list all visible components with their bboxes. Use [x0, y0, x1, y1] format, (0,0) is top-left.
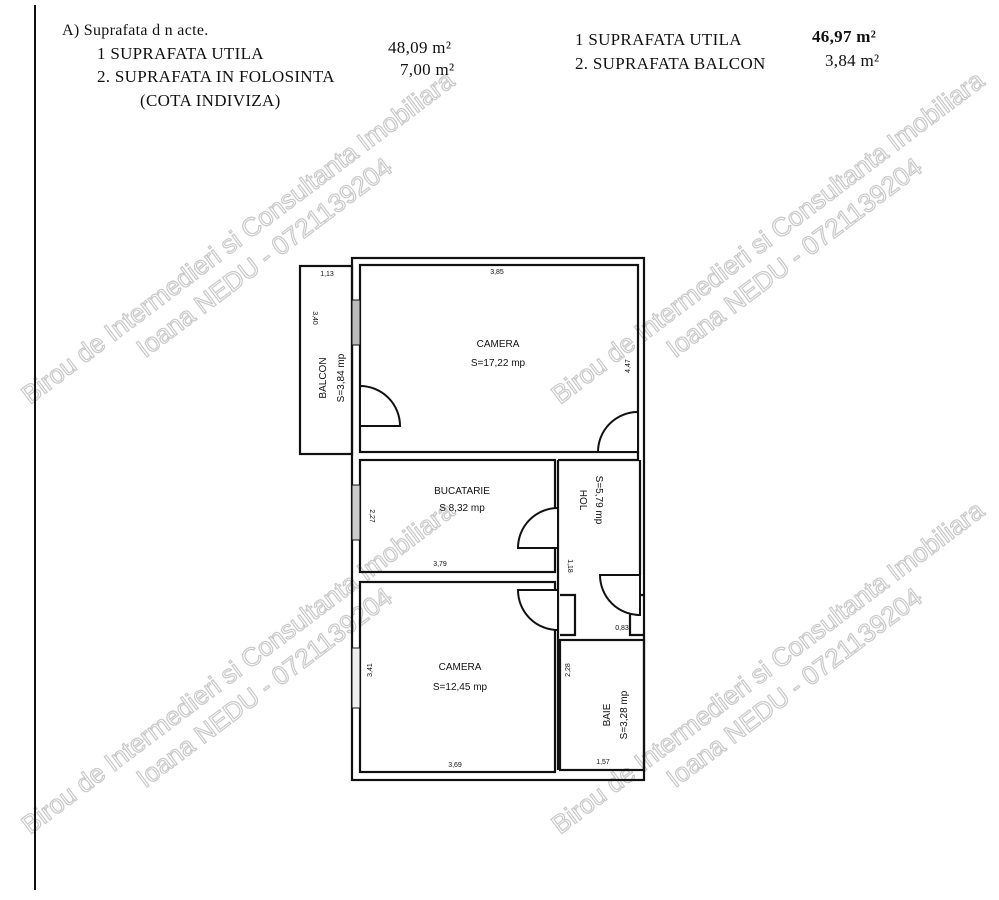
hol-area: S=5,79 mp: [593, 476, 604, 525]
watermark-line1: Birou de Intermedieri si Consultanta Imo…: [546, 495, 990, 840]
left-item-2-label: 2. SUPRAFATA IN FOLOSINTA: [97, 67, 335, 86]
camera1-name: CAMERA: [477, 339, 520, 350]
right-item-2-value: 3,84 m²: [825, 51, 880, 70]
dim-balcon-side: 3,40: [311, 311, 318, 325]
acte-title: A) Suprafata d n acte.: [62, 22, 209, 39]
dim-camera1-side: 4,47: [625, 359, 632, 373]
baie-name: BAIE: [602, 703, 613, 726]
dim-camera2-bottom: 3,69: [448, 762, 462, 769]
dim-hol-small: 1,18: [566, 559, 573, 573]
dim-balcon-top: 1,13: [320, 271, 334, 278]
watermarks: Birou de Intermedieri si Consultanta Imo…: [15, 64, 991, 840]
dim-ducatarie-side: 2,27: [368, 509, 375, 523]
right-item-1-value: 46,97 m²: [812, 27, 877, 46]
camera2-name: CAMERA: [439, 662, 482, 673]
camera1-area: S=17,22 mp: [471, 358, 526, 369]
watermark-line2: Ioana NEDU - 0721139204: [661, 152, 928, 364]
baie-area: S=3,28 mp: [619, 690, 630, 739]
dim-baie-small: 0,83: [615, 625, 629, 632]
left-item-1-value: 48,09 m²: [388, 38, 452, 57]
camera2-area: S=12,45 mp: [433, 682, 488, 693]
balcon-area: S=3,84 mp: [336, 353, 347, 402]
right-item-1-label: 1 SUPRAFATA UTILA: [575, 30, 742, 49]
dim-baie-bottom: 1,57: [596, 759, 610, 766]
watermark-line2: Ioana NEDU - 0721139204: [661, 582, 928, 794]
ducatarie-area: S 8,32 mp: [439, 503, 485, 514]
dim-camera2-side: 3,41: [367, 663, 374, 677]
balcon-name: BALCON: [318, 357, 329, 398]
watermark-line1: Birou de Intermedieri si Consultanta Imo…: [16, 495, 460, 840]
cota-indiviza-note: (COTA INDIVIZA): [140, 91, 281, 110]
watermark-line1: Birou de Intermedieri si Consultanta Imo…: [546, 65, 990, 410]
dim-baie-side: 2,28: [565, 663, 572, 677]
dim-ducatarie-bottom: 3,79: [433, 561, 447, 568]
right-item-2-label: 2. SUPRAFATA BALCON: [575, 54, 766, 73]
door-arcs: [359, 384, 641, 632]
ducatarie-name: BUCATARIE: [434, 486, 490, 497]
dim-camera1-top: 3,85: [490, 269, 504, 276]
hol-name: HOL: [577, 490, 588, 511]
left-item-2-value: 7,00 m²: [400, 60, 455, 79]
left-item-1-label: 1 SUPRAFATA UTILA: [97, 44, 264, 63]
watermark-line1: Birou de Intermedieri si Consultanta Imo…: [16, 65, 460, 410]
